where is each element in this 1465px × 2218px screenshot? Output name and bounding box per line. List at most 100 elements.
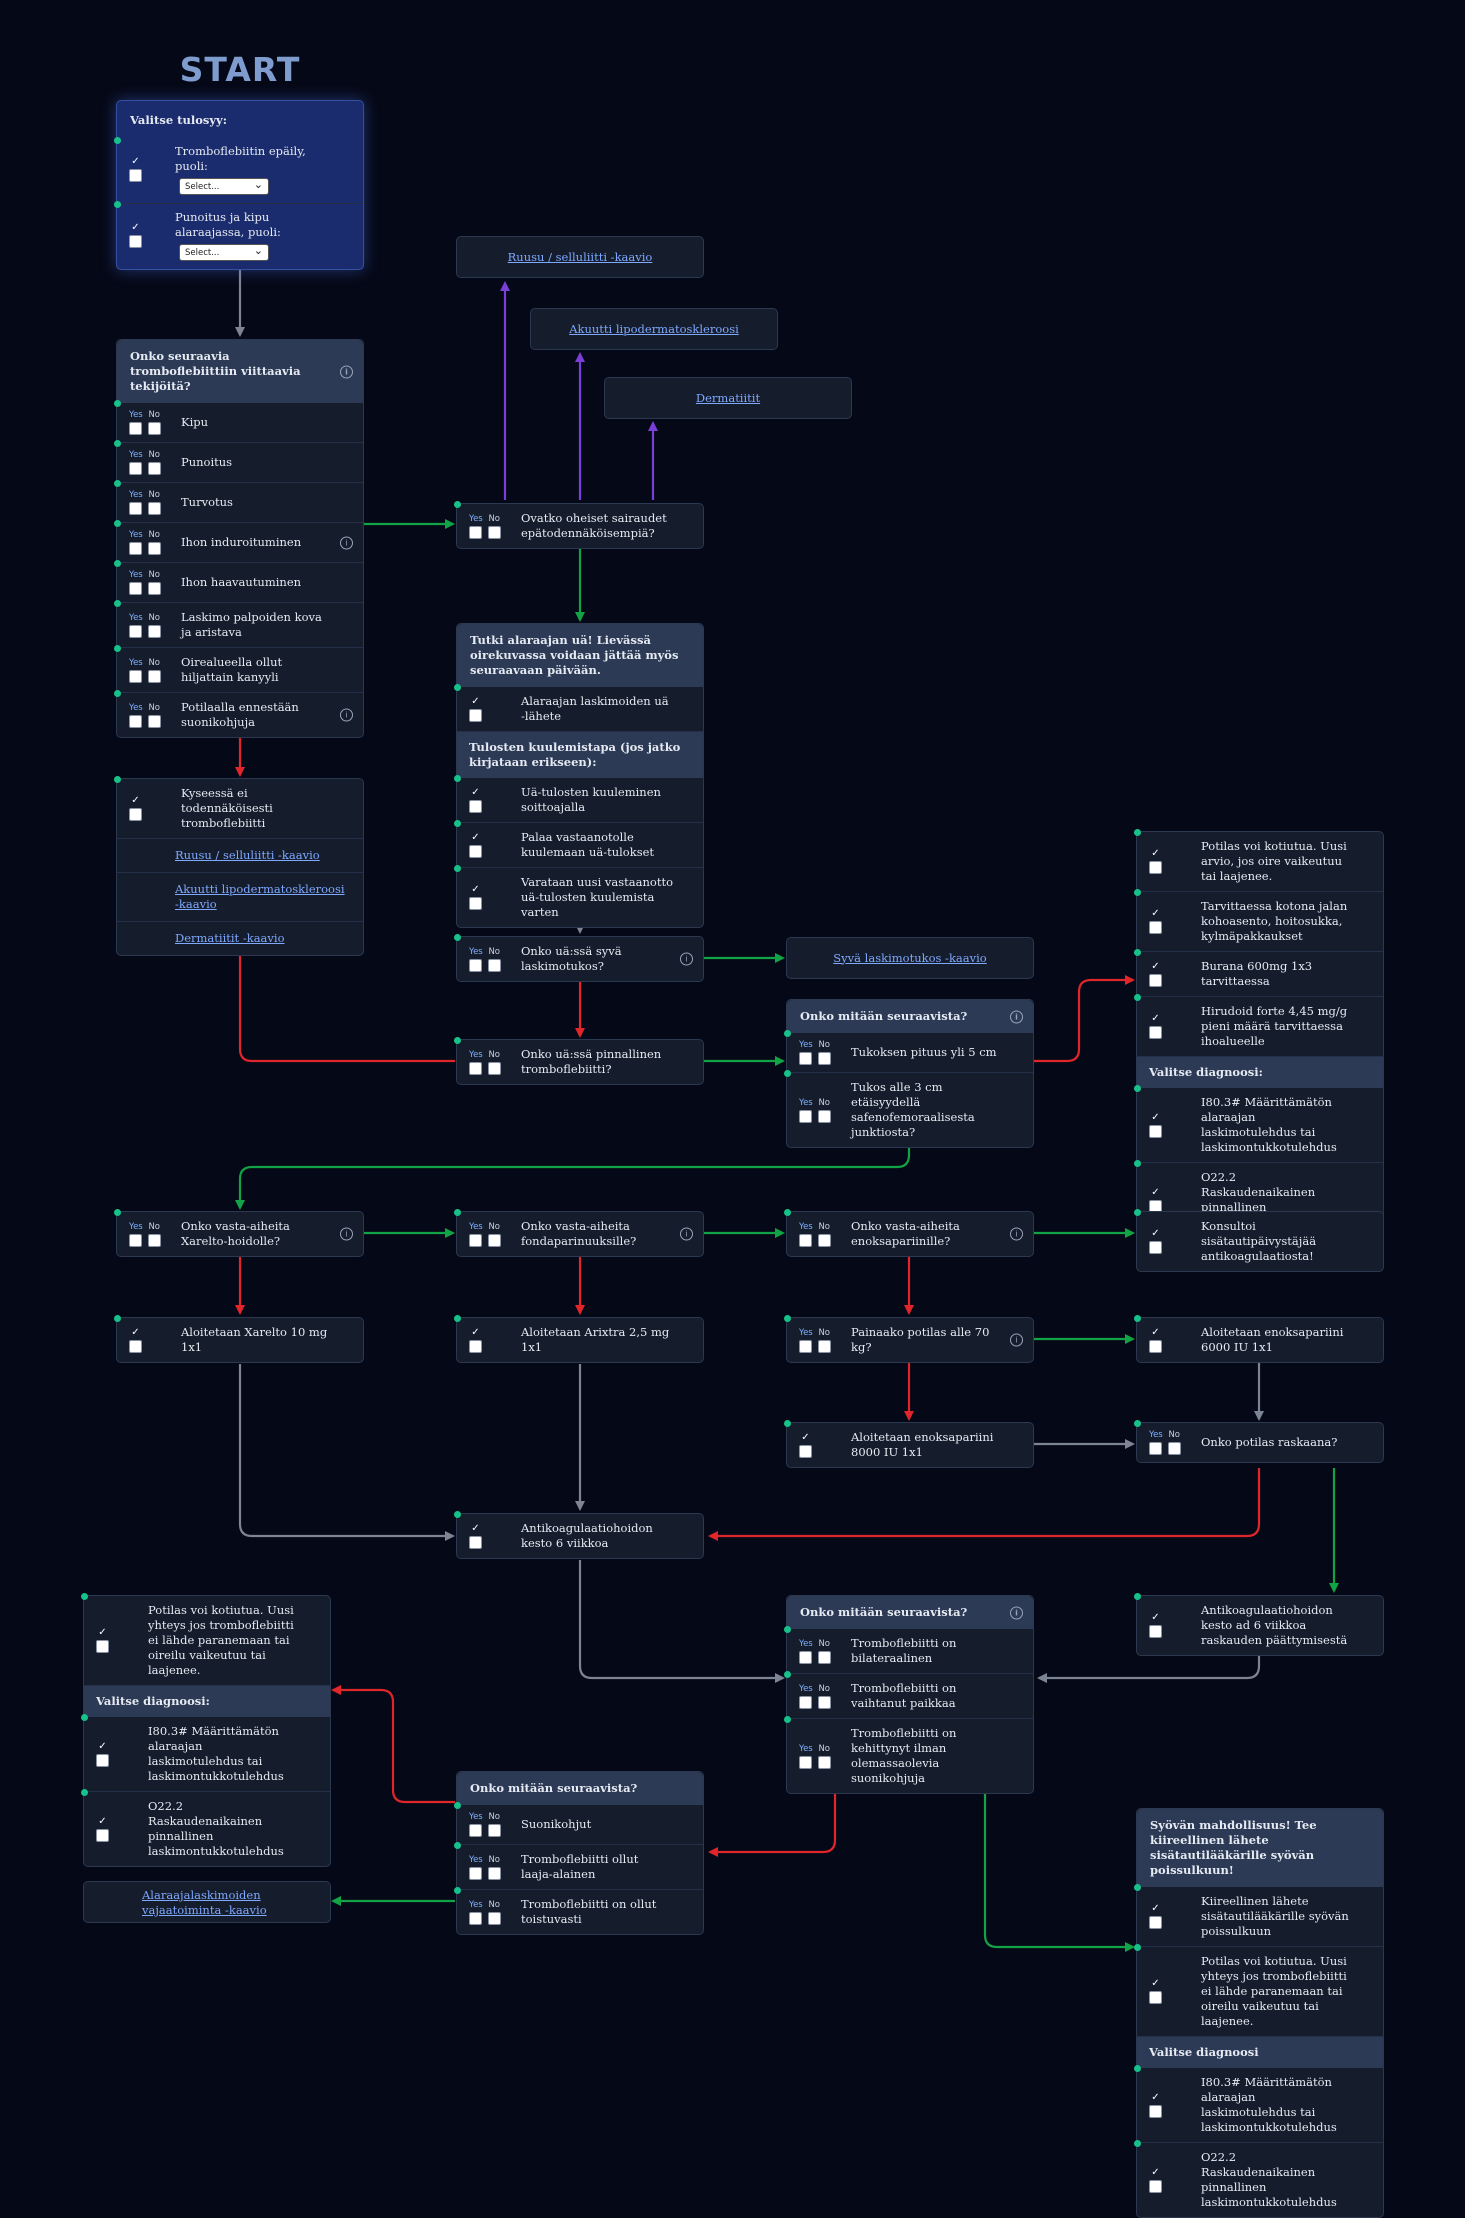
- ruusu-link[interactable]: Ruusu / selluliitti -kaavio: [175, 848, 320, 862]
- checkbox[interactable]: [129, 1339, 142, 1353]
- no-checkbox[interactable]: [487, 958, 501, 972]
- checkbox[interactable]: [469, 1339, 482, 1353]
- yes-checkbox[interactable]: [799, 1650, 813, 1664]
- yes-checkbox[interactable]: [799, 1233, 813, 1247]
- checkbox[interactable]: [1149, 973, 1162, 987]
- no-checkbox[interactable]: [147, 582, 161, 595]
- checkbox[interactable]: [1149, 1625, 1162, 1638]
- no-checkbox[interactable]: [147, 462, 161, 475]
- info-icon[interactable]: i: [1010, 1606, 1023, 1619]
- side-select[interactable]: Select...: [179, 242, 269, 261]
- yes-checkbox[interactable]: [469, 1824, 483, 1837]
- checkbox[interactable]: [469, 844, 482, 858]
- yes-checkbox[interactable]: [799, 1755, 813, 1769]
- info-icon[interactable]: i: [1010, 1333, 1023, 1347]
- side-select[interactable]: Select...: [179, 176, 269, 195]
- checkbox[interactable]: [129, 808, 142, 821]
- dermatiitit-link[interactable]: Dermatiitit: [695, 390, 761, 405]
- yes-checkbox[interactable]: [129, 582, 143, 595]
- info-icon[interactable]: i: [340, 365, 353, 378]
- no-checkbox[interactable]: [487, 1061, 501, 1075]
- no-checkbox[interactable]: [817, 1233, 831, 1247]
- info-icon[interactable]: i: [680, 1227, 693, 1241]
- info-icon[interactable]: i: [340, 1227, 353, 1241]
- checkbox[interactable]: [96, 1828, 109, 1842]
- yes-checkbox[interactable]: [799, 1109, 813, 1123]
- no-checkbox[interactable]: [147, 714, 161, 728]
- no-checkbox[interactable]: [147, 542, 161, 555]
- no-checkbox[interactable]: [487, 1824, 501, 1837]
- duration-node: ✓Antikoagulaatiohoidon kesto 6 viikkoa: [454, 1511, 704, 1559]
- no-checkbox[interactable]: [817, 1109, 831, 1123]
- yes-checkbox[interactable]: [129, 1233, 143, 1247]
- no-checkbox[interactable]: [147, 1233, 161, 1247]
- checkbox[interactable]: [1149, 921, 1162, 934]
- lipodermatoskleroosi-link[interactable]: Akuutti lipodermatoskleroosi -kaavio: [175, 882, 345, 911]
- no-checkbox[interactable]: [487, 1866, 501, 1880]
- yes-checkbox[interactable]: [129, 714, 143, 728]
- info-icon[interactable]: i: [340, 536, 353, 549]
- yes-checkbox[interactable]: [469, 1866, 483, 1880]
- no-checkbox[interactable]: [147, 422, 161, 435]
- yes-checkbox[interactable]: [469, 1061, 483, 1075]
- checkbox[interactable]: [799, 1444, 812, 1458]
- no-checkbox[interactable]: [817, 1650, 831, 1664]
- yes-checkbox[interactable]: [799, 1695, 813, 1709]
- checkbox[interactable]: [1149, 1916, 1162, 1929]
- checkbox[interactable]: [1149, 2104, 1162, 2118]
- no-checkbox[interactable]: [487, 1911, 501, 1925]
- checkbox[interactable]: [96, 1753, 109, 1767]
- checkbox[interactable]: [1149, 1241, 1162, 1254]
- venous-insufficiency-link[interactable]: Alaraajalaskimoiden vajaatoiminta -kaavi…: [142, 1888, 267, 1917]
- no-checkbox[interactable]: [1167, 1442, 1181, 1455]
- yes-checkbox[interactable]: [129, 624, 143, 638]
- checkbox[interactable]: [469, 708, 482, 722]
- dermatiitit-link[interactable]: Dermatiitit -kaavio: [175, 931, 285, 945]
- no-checkbox[interactable]: [817, 1339, 831, 1353]
- checkbox[interactable]: [1149, 1026, 1162, 1039]
- no-checkbox[interactable]: [487, 525, 501, 539]
- yes-checkbox[interactable]: [129, 422, 143, 435]
- no-checkbox[interactable]: [147, 502, 161, 515]
- info-icon[interactable]: i: [1010, 1010, 1023, 1023]
- no-checkbox[interactable]: [147, 624, 161, 638]
- info-icon[interactable]: i: [340, 708, 353, 722]
- info-icon[interactable]: i: [680, 952, 693, 966]
- yes-checkbox[interactable]: [799, 1339, 813, 1353]
- start-row-thrombo: ✓ Tromboflebiitin epäily, puoli:Select..…: [114, 137, 363, 203]
- yes-checkbox[interactable]: [469, 525, 483, 539]
- yes-checkbox[interactable]: [469, 1911, 483, 1925]
- yes-checkbox[interactable]: [129, 502, 143, 515]
- checkbox[interactable]: [129, 235, 142, 248]
- checkbox[interactable]: [469, 799, 482, 813]
- yes-checkbox[interactable]: [129, 542, 143, 555]
- checkbox[interactable]: [1149, 861, 1162, 874]
- checkbox[interactable]: [469, 1535, 482, 1549]
- no-checkbox[interactable]: [147, 669, 161, 683]
- ruusu-link[interactable]: Ruusu / selluliitti -kaavio: [507, 249, 653, 264]
- yes-checkbox[interactable]: [129, 462, 143, 475]
- lipodermatoskleroosi-link[interactable]: Akuutti lipodermatoskleroosi: [569, 321, 739, 336]
- checkbox[interactable]: [96, 1640, 109, 1653]
- checkbox[interactable]: [129, 169, 142, 182]
- no-checkbox[interactable]: [487, 1233, 501, 1247]
- checkbox[interactable]: [1149, 1339, 1162, 1353]
- checkbox[interactable]: [1149, 1991, 1162, 2004]
- yes-checkbox[interactable]: [129, 669, 143, 683]
- yes-checkbox[interactable]: [1149, 1442, 1163, 1455]
- link-row: Akuutti lipodermatoskleroosi -kaavio: [117, 872, 363, 921]
- yes-checkbox[interactable]: [799, 1052, 813, 1065]
- no-label: No: [488, 946, 501, 957]
- yes-checkbox[interactable]: [469, 1233, 483, 1247]
- no-checkbox[interactable]: [817, 1695, 831, 1709]
- checkbox[interactable]: [1149, 1124, 1162, 1138]
- checkbox[interactable]: [469, 897, 482, 910]
- yes-label: Yes: [129, 657, 143, 668]
- no-checkbox[interactable]: [817, 1755, 831, 1769]
- checkbox[interactable]: [1149, 2179, 1162, 2193]
- no-checkbox[interactable]: [817, 1052, 831, 1065]
- deep-vein-link[interactable]: Syvä laskimotukos -kaavio: [833, 950, 987, 965]
- yes-checkbox[interactable]: [469, 958, 483, 972]
- info-icon[interactable]: i: [1010, 1227, 1023, 1241]
